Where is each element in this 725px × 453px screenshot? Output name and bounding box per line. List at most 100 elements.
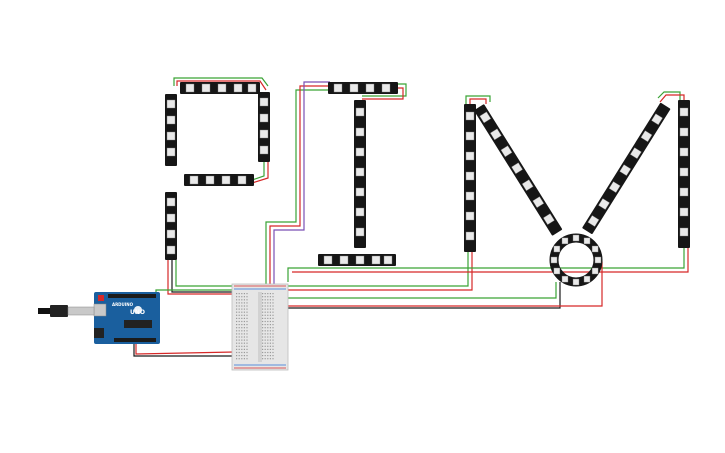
breadboard-hole [241, 314, 243, 316]
breadboard-hole [236, 302, 238, 304]
breadboard-hole [267, 345, 269, 347]
breadboard-hole [243, 317, 245, 319]
breadboard-hole [269, 320, 271, 323]
breadboard-hole [272, 305, 274, 307]
breadboard-hole [243, 351, 245, 354]
breadboard-hole [269, 327, 271, 329]
breadboard-hole [269, 358, 271, 360]
strip-p-left-upper [165, 94, 177, 166]
breadboard-hole [236, 333, 238, 335]
breadboard-hole [272, 336, 274, 338]
breadboard-hole [272, 348, 274, 350]
breadboard-hole [246, 327, 248, 329]
breadboard-hole [236, 358, 238, 360]
breadboard-hole [246, 314, 248, 316]
breadboard-hole [238, 302, 240, 304]
breadboard-hole [267, 305, 269, 307]
wire-i-loop-2 [362, 87, 404, 100]
breadboard-hole [269, 299, 271, 301]
breadboard-hole [272, 293, 274, 295]
ring-led [583, 275, 591, 283]
breadboard-hole [236, 339, 238, 341]
breadboard-hole [267, 330, 269, 332]
breadboard-hole [267, 333, 269, 335]
breadboard-hole [236, 327, 238, 329]
letter-m [464, 100, 690, 252]
breadboard-hole [241, 305, 243, 307]
breadboard-hole [264, 355, 266, 357]
breadboard-hole [238, 345, 240, 347]
breadboard-hole [241, 355, 243, 357]
breadboard-hole [243, 339, 245, 341]
breadboard-hole [246, 324, 248, 326]
ring-led [561, 237, 569, 245]
breadboard-hole [262, 336, 264, 338]
breadboard-hole [272, 296, 274, 298]
breadboard-hole [241, 296, 243, 298]
breadboard-hole [238, 299, 240, 301]
breadboard-hole [241, 342, 243, 344]
breadboard-hole [262, 320, 264, 323]
breadboard-hole [241, 299, 243, 301]
breadboard-hole [272, 311, 274, 313]
breadboard-hole [236, 324, 238, 326]
wire-i-purple [273, 81, 330, 288]
wires [133, 77, 689, 357]
breadboard-hole [238, 333, 240, 335]
breadboard-hole [246, 330, 248, 332]
breadboard-hole [264, 296, 266, 298]
breadboard [231, 283, 289, 371]
breadboard-hole [238, 296, 240, 298]
breadboard-hole [246, 358, 248, 360]
breadboard-hole [264, 299, 266, 301]
breadboard-hole [246, 299, 248, 301]
breadboard-hole [246, 308, 248, 310]
breadboard-hole [243, 348, 245, 350]
breadboard-hole [246, 302, 248, 304]
breadboard-hole [269, 339, 271, 341]
breadboard-hole [267, 348, 269, 350]
wire-m-top-4 [659, 94, 685, 103]
breadboard-hole [246, 336, 248, 338]
breadboard-hole [267, 314, 269, 316]
breadboard-hole [267, 311, 269, 313]
breadboard-hole [262, 317, 264, 319]
breadboard-hole [246, 296, 248, 298]
breadboard-hole [269, 345, 271, 347]
strip-i-top [328, 82, 398, 94]
breadboard-hole [272, 327, 274, 329]
breadboard-hole [272, 320, 274, 323]
breadboard-hole [272, 314, 274, 316]
breadboard-hole [238, 293, 240, 295]
breadboard-hole [269, 308, 271, 310]
breadboard-hole [246, 348, 248, 350]
breadboard-hole [238, 351, 240, 354]
breadboard-hole [246, 311, 248, 313]
breadboard-hole [243, 314, 245, 316]
breadboard-hole [272, 351, 274, 354]
breadboard-hole [246, 342, 248, 344]
wire-m-right-red [292, 248, 689, 273]
breadboard-hole [238, 336, 240, 338]
uno-label: UNO [130, 309, 145, 316]
strip-m-right [678, 100, 690, 248]
breadboard-hole [264, 358, 266, 360]
wire-uno-5v [135, 340, 235, 355]
wire-m-top-3 [657, 91, 681, 100]
breadboard-hole [269, 330, 271, 332]
breadboard-hole [264, 314, 266, 316]
breadboard-hole [264, 320, 266, 323]
breadboard-hole [262, 342, 264, 344]
breadboard-hole [264, 330, 266, 332]
breadboard-hole [241, 348, 243, 350]
breadboard-hole [269, 305, 271, 307]
breadboard-hole [238, 308, 240, 310]
breadboard-hole [238, 342, 240, 344]
breadboard-hole [272, 342, 274, 344]
ring-led [583, 237, 591, 245]
breadboard-hole [243, 345, 245, 347]
breadboard-hole [262, 296, 264, 298]
wire-i-loop-1 [362, 83, 407, 97]
breadboard-hole [264, 342, 266, 344]
breadboard-hole [262, 358, 264, 360]
